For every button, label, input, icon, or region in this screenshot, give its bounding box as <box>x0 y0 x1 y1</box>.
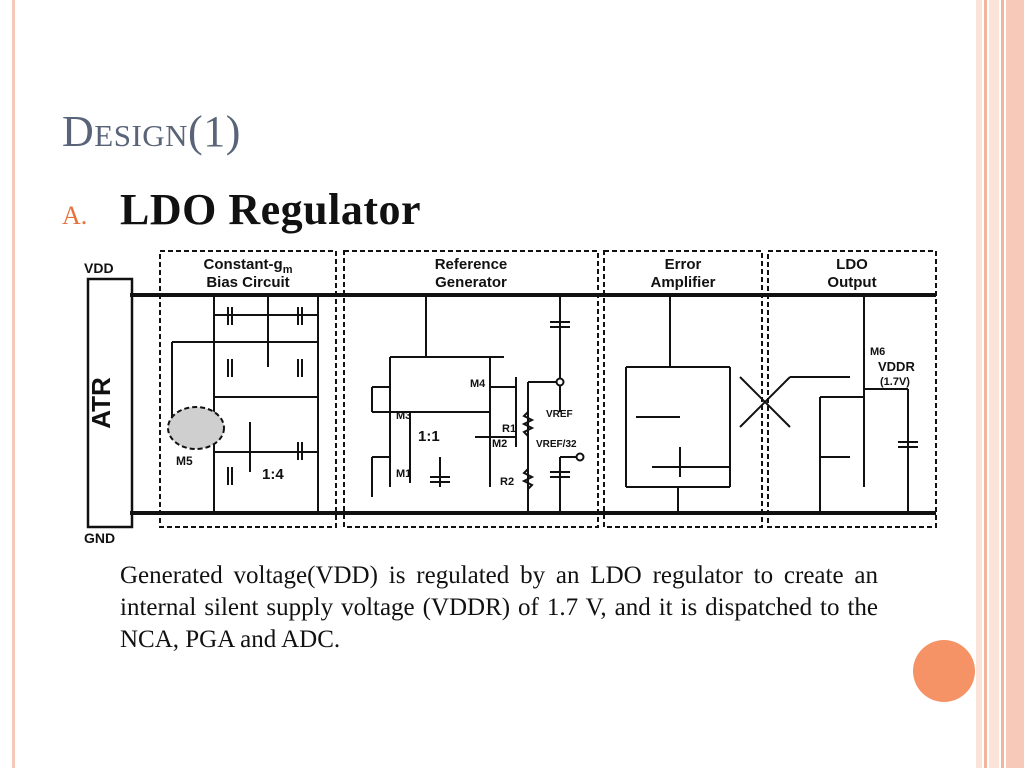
bias-block-title: Constant-gm <box>204 256 293 276</box>
error-amp-block-frame <box>603 250 763 528</box>
bias-block-frame <box>159 250 337 528</box>
vref32-node <box>575 452 585 462</box>
reference-block-subtitle: Generator <box>435 274 507 291</box>
vref-label: VREF <box>546 409 573 420</box>
ldo-block-title: LDO <box>836 256 868 273</box>
r2-label: R2 <box>500 476 514 488</box>
bullet-marker: A. <box>62 201 88 230</box>
error-amp-block-title: Error <box>665 256 702 273</box>
m6-label: M6 <box>870 346 885 358</box>
bias-circuit-wiring <box>171 295 319 513</box>
m5-highlight <box>167 406 225 450</box>
ldo-circuit-schematic: VDD GND ATR Constant-gm Bias Circuit Ref… <box>84 250 937 546</box>
r1-label: R1 <box>502 423 516 435</box>
bullet-heading: LDO Regulator <box>120 185 422 234</box>
vref-node <box>555 377 565 387</box>
reference-block-frame <box>343 250 599 528</box>
m2-label: M2 <box>492 438 507 450</box>
atr-block <box>86 277 134 529</box>
resistor-r2 <box>521 468 535 490</box>
vdd-label: VDD <box>84 260 114 276</box>
ldo-output-wiring <box>739 295 918 513</box>
right-decorative-bands <box>976 0 1024 768</box>
ldo-output-block-frame <box>767 250 937 528</box>
vddr-label: VDDR <box>878 359 915 374</box>
reference-block-title: Reference <box>435 256 508 273</box>
error-amplifier-wiring <box>625 295 731 513</box>
bias-ratio-label: 1:4 <box>262 466 284 483</box>
left-border-rule <box>12 0 15 768</box>
gnd-label: GND <box>84 530 115 546</box>
bias-block-subtitle: Bias Circuit <box>206 274 289 291</box>
vddr-value-label: (1.7V) <box>880 376 910 388</box>
m1-label: M1 <box>396 468 411 480</box>
resistor-r1 <box>521 411 535 437</box>
m4-label: M4 <box>470 378 486 390</box>
m5-label: M5 <box>176 454 193 468</box>
description-paragraph: Generated voltage(VDD) is regulated by a… <box>120 562 878 653</box>
slide-title: Design(1) <box>62 107 241 156</box>
m3-label: M3 <box>396 410 411 422</box>
ldo-block-subtitle: Output <box>827 274 876 291</box>
bullet-item: A. LDO Regulator <box>62 184 421 235</box>
reference-generator-wiring <box>371 295 580 513</box>
reference-ratio-label: 1:1 <box>418 428 440 445</box>
error-amp-block-subtitle: Amplifier <box>650 274 715 291</box>
atr-label: ATR <box>86 377 116 429</box>
decorative-orange-dot <box>913 640 975 702</box>
vref32-label: VREF/32 <box>536 439 577 450</box>
